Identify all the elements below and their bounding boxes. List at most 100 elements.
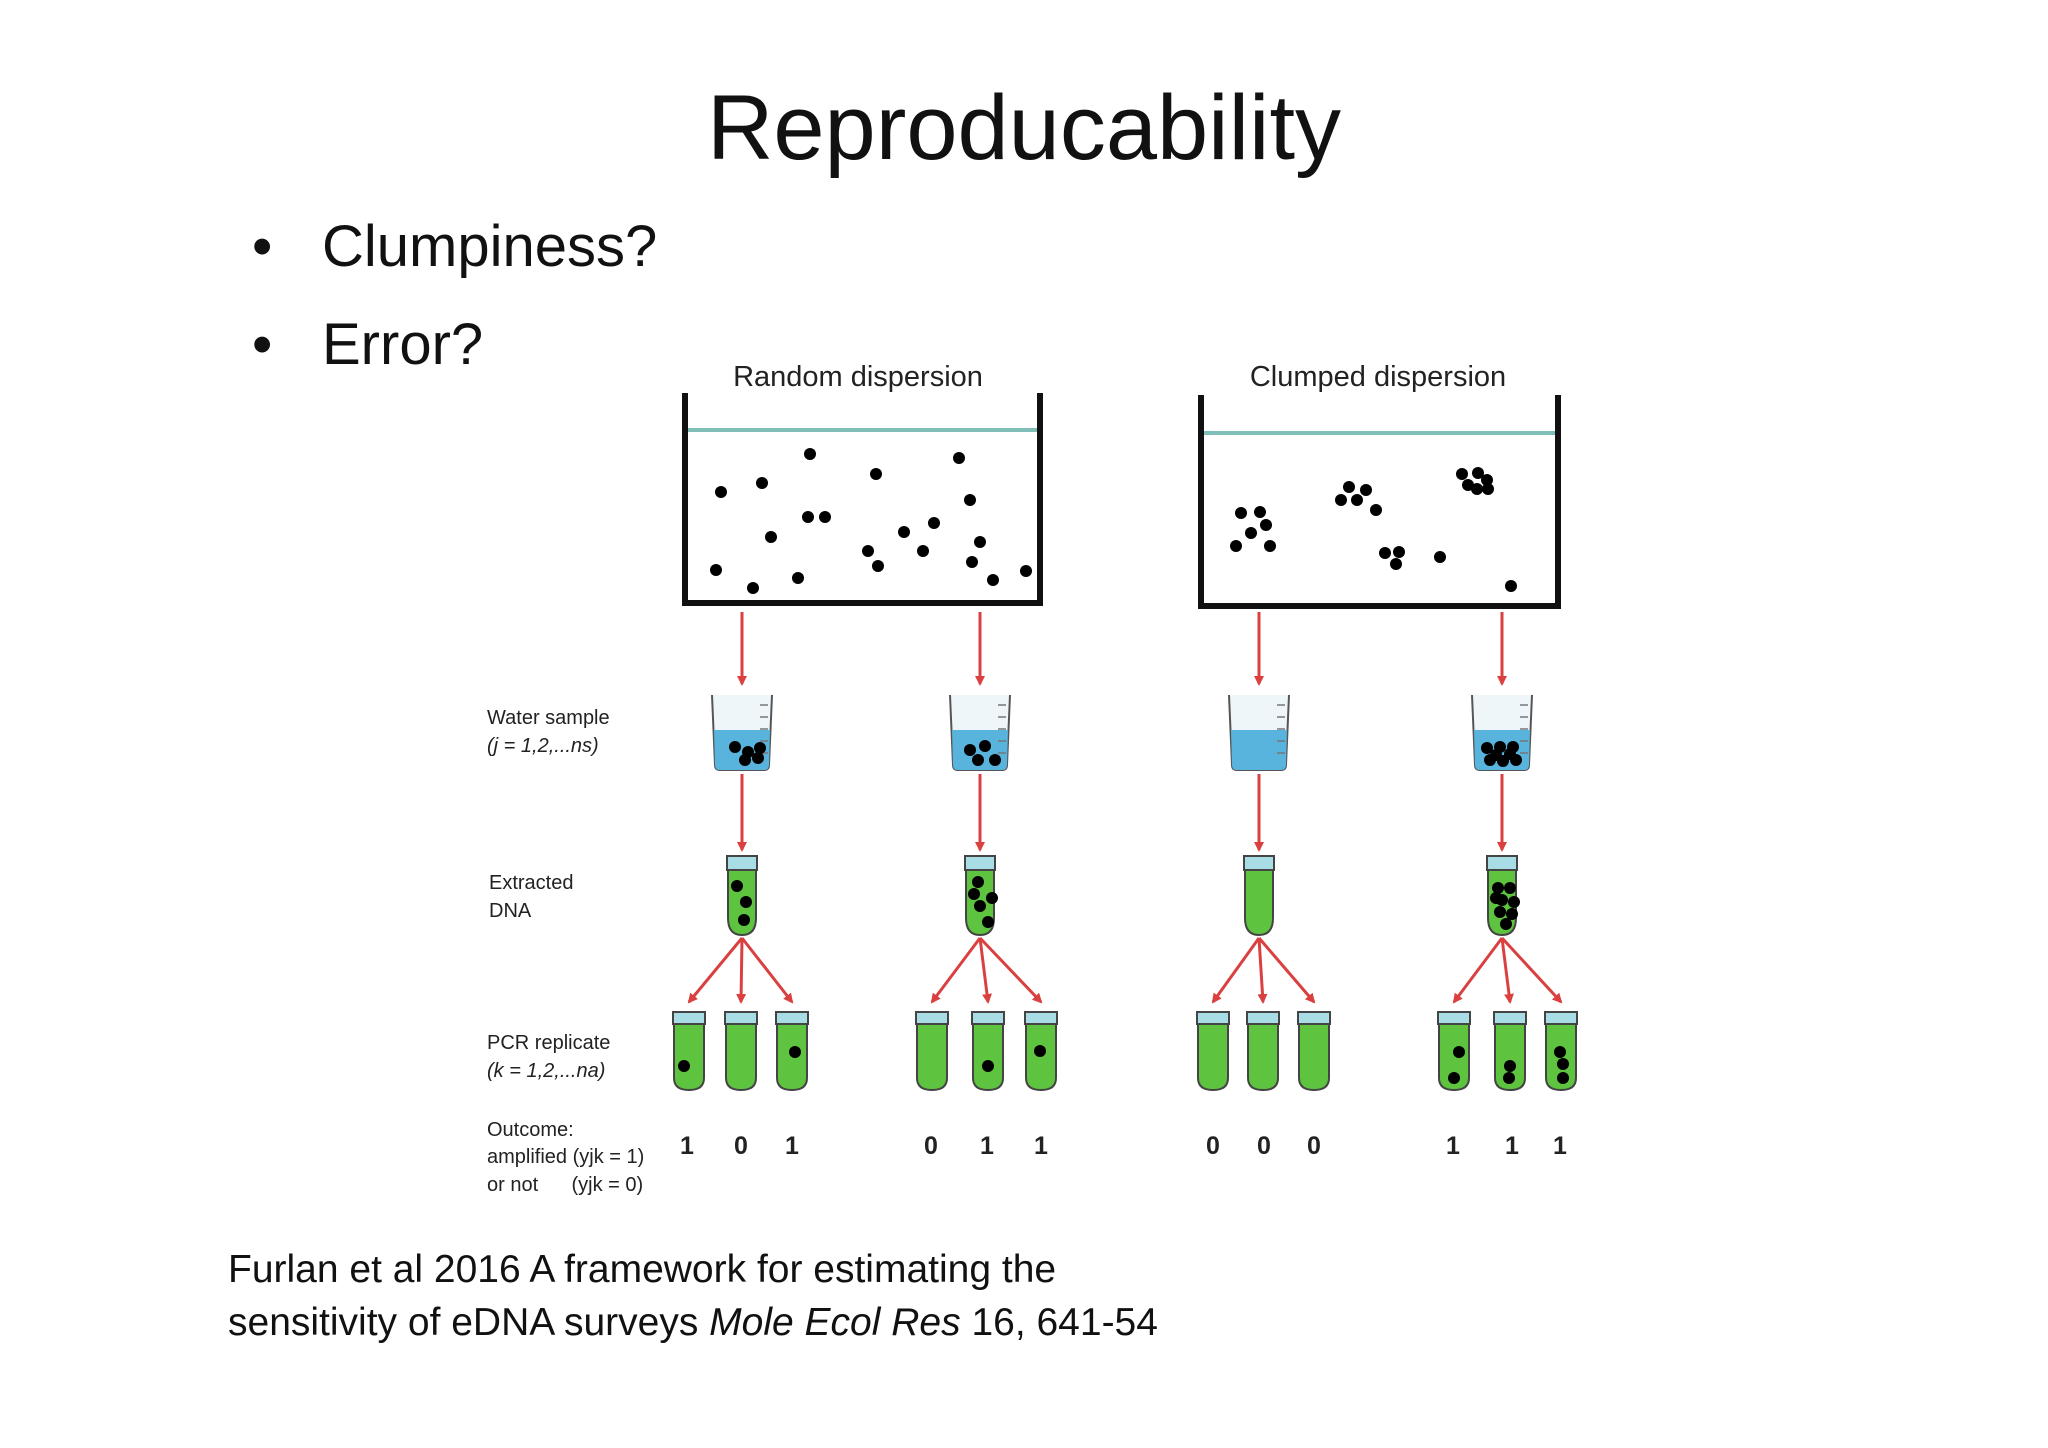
extracted-dna-tube xyxy=(726,855,758,937)
dna-particle xyxy=(1370,504,1382,516)
flow-arrow xyxy=(930,937,982,1004)
label-pcr: PCR replicate xyxy=(487,1032,610,1054)
outcome-value: 1 xyxy=(1034,1132,1048,1160)
citation-journal: Mole Ecol Res xyxy=(709,1301,961,1344)
bullet-marker: • xyxy=(252,214,273,279)
dna-particle xyxy=(1500,918,1512,930)
tube-cap xyxy=(1437,1011,1471,1025)
tank-random xyxy=(682,393,1043,606)
citation-text: sensitivity of eDNA surveys xyxy=(228,1301,710,1344)
tube-body xyxy=(1247,1017,1279,1092)
dna-particle xyxy=(739,754,751,766)
tube-cap xyxy=(915,1011,949,1025)
bullet-marker: • xyxy=(252,312,273,377)
dna-particle xyxy=(1360,484,1372,496)
extracted-dna-tube xyxy=(964,855,998,937)
extracted-dna-tube xyxy=(1243,855,1275,937)
tube-body xyxy=(972,1017,1004,1092)
flow-arrow xyxy=(687,937,744,1004)
dna-particle xyxy=(804,448,816,460)
label-outcome-1: Outcome: xyxy=(487,1119,574,1141)
tube-cap xyxy=(971,1011,1005,1025)
dna-particle xyxy=(974,536,986,548)
dna-particle xyxy=(989,754,1001,766)
label-outcome-3: or not (yjk = 0) xyxy=(487,1174,643,1196)
label-water-index: (j = 1,2,...ns) xyxy=(487,735,599,757)
tube-cap xyxy=(964,855,996,871)
dna-particle xyxy=(972,876,984,888)
outcome-value: 1 xyxy=(680,1132,694,1160)
citation: Furlan et al 2016 A framework for estima… xyxy=(228,1243,1158,1349)
dna-particle xyxy=(928,517,940,529)
dna-particle xyxy=(1490,749,1502,761)
water-samples xyxy=(711,694,1533,771)
dna-particle xyxy=(1434,551,1446,563)
dna-particle xyxy=(731,880,743,892)
extracted-dna-tube xyxy=(1486,855,1520,937)
dna-particle xyxy=(1235,507,1247,519)
dna-particle xyxy=(752,752,764,764)
tube-cap xyxy=(1024,1011,1058,1025)
tank-random-dna xyxy=(710,448,1032,594)
dna-particle xyxy=(710,564,722,576)
dna-particle xyxy=(1264,540,1276,552)
tank-clumped xyxy=(1198,395,1561,609)
outcome-value: 1 xyxy=(785,1132,799,1160)
dna-particle xyxy=(738,914,750,926)
dna-particle xyxy=(1481,742,1493,754)
dna-particle xyxy=(819,511,831,523)
dna-particle xyxy=(1448,1072,1460,1084)
outcome-value: 1 xyxy=(1553,1132,1567,1160)
dna-particle xyxy=(898,526,910,538)
dna-particle xyxy=(1481,474,1493,486)
pcr-replicate-tube xyxy=(1297,1011,1331,1092)
dna-particle xyxy=(1462,479,1474,491)
bullet-text: Clumpiness? xyxy=(322,214,658,279)
pcr-replicate-tube xyxy=(672,1011,706,1092)
dna-particle xyxy=(1482,483,1494,495)
outcome-value: 1 xyxy=(1446,1132,1460,1160)
outcome-value: 1 xyxy=(980,1132,994,1160)
dna-particle xyxy=(756,477,768,489)
dna-particle xyxy=(747,582,759,594)
dna-particle xyxy=(1492,882,1504,894)
tube-cap xyxy=(672,1011,706,1025)
flow-arrow xyxy=(1257,937,1316,1004)
bullet-clumpiness: • Clumpiness? xyxy=(250,198,657,296)
dna-particle xyxy=(1343,481,1355,493)
citation-line-2: sensitivity of eDNA surveys Mole Ecol Re… xyxy=(228,1296,1158,1349)
dna-particle xyxy=(1020,565,1032,577)
dna-particle xyxy=(1390,558,1402,570)
dna-particle xyxy=(872,560,884,572)
dna-particle xyxy=(870,468,882,480)
dna-particle xyxy=(1508,896,1520,908)
dna-particle xyxy=(1504,882,1516,894)
outcome-value: 0 xyxy=(1257,1132,1271,1160)
citation-volume: 16, 641-54 xyxy=(960,1301,1158,1344)
dna-particle xyxy=(1453,1046,1465,1058)
flow-arrows xyxy=(687,612,1563,1004)
dna-particle xyxy=(972,754,984,766)
outcome-group-1: 1 0 1 xyxy=(680,1132,799,1160)
tube-body xyxy=(1298,1017,1330,1092)
tube-cap xyxy=(1243,855,1275,871)
dna-particle xyxy=(1393,546,1405,558)
tube-cap xyxy=(1297,1011,1331,1025)
outcome-group-4: 1 1 1 xyxy=(1446,1132,1567,1160)
label-pcr-index: (k = 1,2,...na) xyxy=(487,1060,605,1082)
dna-particle xyxy=(1260,519,1272,531)
slide-title: Reproducability xyxy=(706,77,1342,179)
tube-cap xyxy=(1493,1011,1527,1025)
pcr-replicate-tube xyxy=(915,1011,949,1092)
pcr-replicate-tube xyxy=(1024,1011,1058,1092)
dna-particle xyxy=(987,574,999,586)
dna-particle xyxy=(1335,494,1347,506)
tube-body xyxy=(1494,1017,1526,1092)
dna-particle xyxy=(1557,1072,1569,1084)
flow-arrow xyxy=(1500,937,1514,1004)
dna-particle xyxy=(1456,468,1468,480)
bullet-text: Error? xyxy=(322,312,484,377)
dna-particle xyxy=(974,900,986,912)
flow-arrow xyxy=(736,937,747,1004)
